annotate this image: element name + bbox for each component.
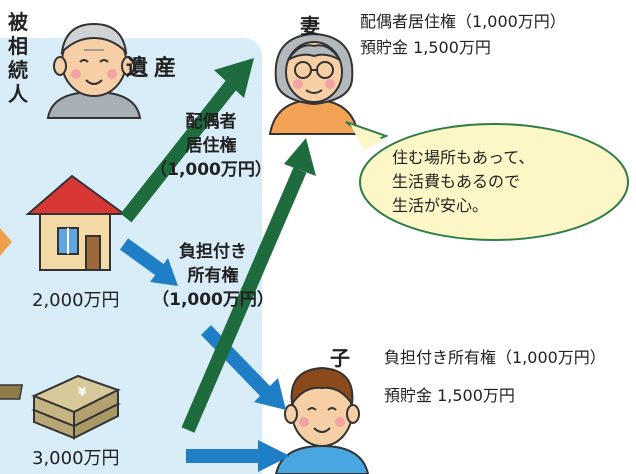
child-item: 預貯金 1,500万円 — [384, 386, 515, 405]
spousal-right-label: 配偶者 居住権 （1,000万円） — [146, 110, 276, 182]
child-figure — [274, 366, 370, 474]
decedent-label: 被 相 続 人 — [6, 10, 30, 106]
arrow-house-to-burdened — [119, 238, 178, 286]
savings-value: 3,000万円 — [32, 448, 120, 469]
spousal-right-line: （1,000万円） — [150, 160, 272, 180]
spouse-item: 配偶者居住権（1,000万円） — [360, 12, 566, 31]
svg-text:¥: ¥ — [78, 385, 87, 399]
decedent-label-char: 相 — [8, 34, 28, 58]
speech-line: 生活が安心。 — [392, 196, 489, 215]
house-value: 2,000万円 — [32, 290, 120, 311]
spousal-right-line: 居住権 — [185, 136, 237, 156]
burdened-right-line: 負担付き — [179, 242, 247, 262]
spouse-figure — [268, 32, 360, 135]
speech-bubble — [345, 121, 629, 241]
spouse-label: 妻 — [300, 14, 320, 38]
spousal-right-line: 配偶者 — [185, 112, 237, 132]
arrow-savings-to-child — [186, 440, 290, 472]
arrow-burdened-to-child — [200, 325, 286, 410]
arrow-house-to-spouse — [120, 58, 254, 223]
decedent-label-char: 人 — [8, 82, 28, 106]
decedent-figure — [46, 22, 142, 119]
arrow-savings-to-spouse — [181, 138, 316, 433]
child-label: 子 — [330, 346, 350, 370]
burdened-right-label: 負担付き 所有権 （1,000万円） — [148, 240, 278, 312]
spouse-item: 預貯金 1,500万円 — [360, 38, 491, 57]
estate-title: 遺産 — [126, 56, 183, 81]
decedent-label-char: 被 — [8, 10, 28, 34]
speech-bubble-text: 住む場所もあって、 生活費もあるので 生活が安心。 — [392, 146, 592, 218]
child-item: 負担付き所有権（1,000万円） — [384, 348, 606, 367]
speech-line: 生活費もあるので — [392, 172, 521, 191]
burdened-right-line: 所有権 — [187, 266, 239, 286]
decedent-label-char: 続 — [8, 58, 28, 82]
burdened-right-line: （1,000万円） — [152, 290, 274, 310]
cash-stack-icon: ¥ — [0, 374, 121, 440]
house-icon — [25, 174, 128, 271]
speech-line: 住む場所もあって、 — [392, 148, 535, 167]
